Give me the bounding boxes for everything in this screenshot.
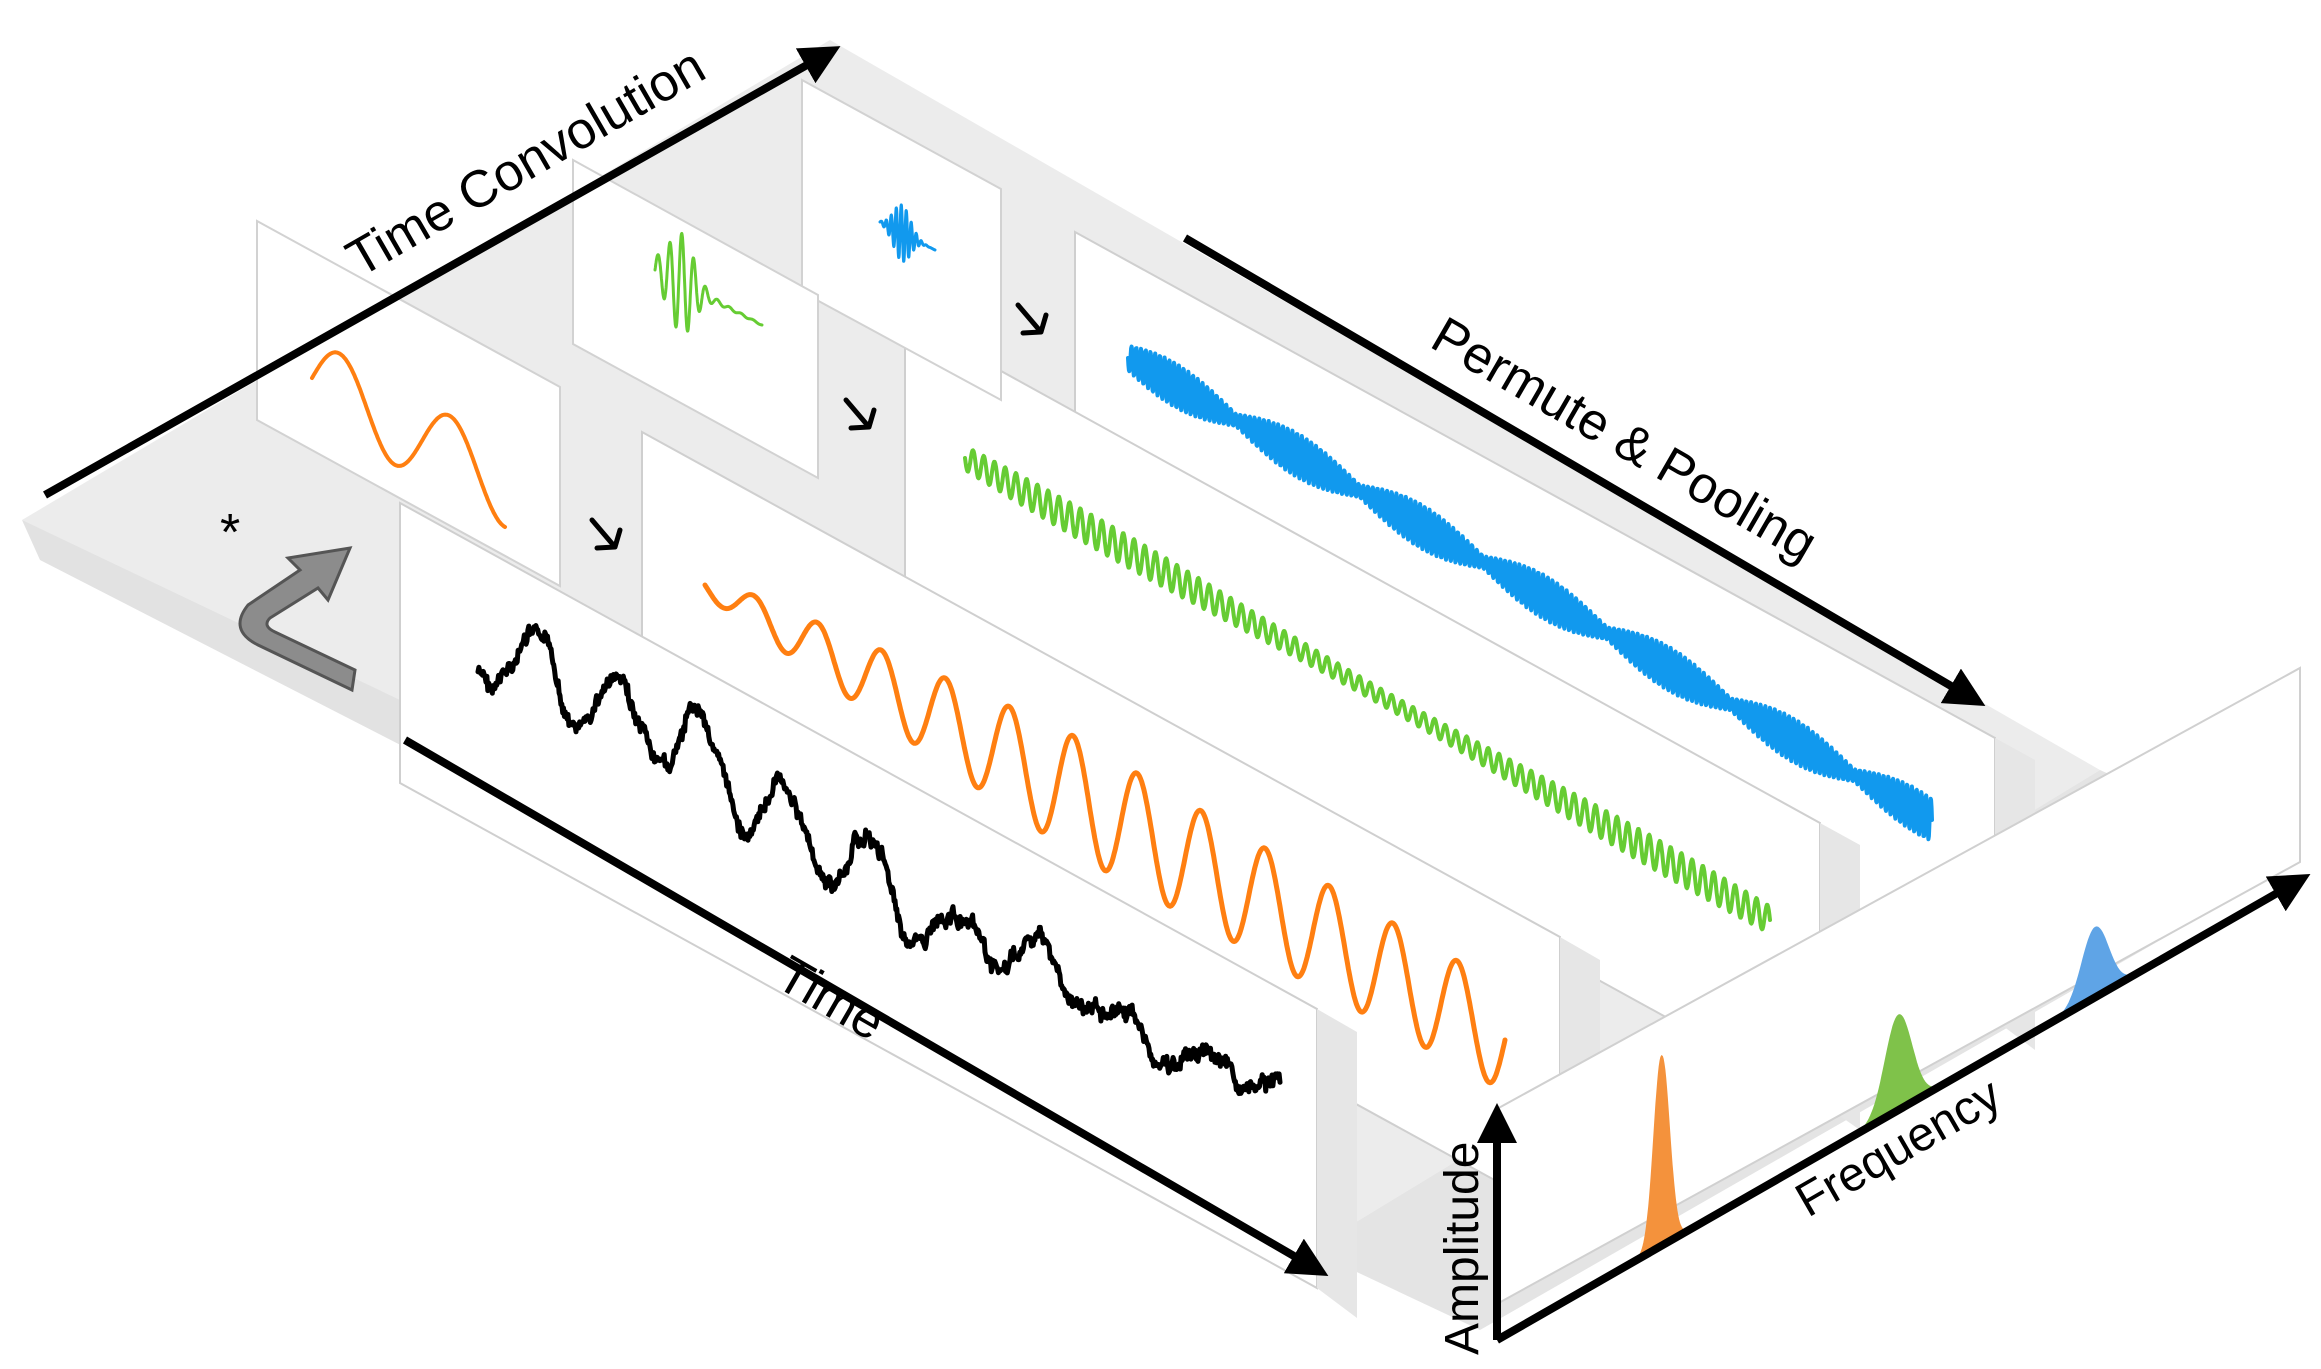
time-convolution-axis: [43, 46, 841, 499]
time-axis: [402, 736, 1329, 1277]
input-signal: [475, 623, 1283, 1097]
convolution-symbol: *: [220, 504, 240, 562]
right-down-arrow-icon: [589, 302, 1049, 551]
blue-peak: [2053, 926, 2138, 1022]
green-output: [963, 448, 1772, 932]
green-kernel: [653, 231, 764, 333]
bent-arrow-icon: [238, 546, 357, 693]
spectrum-peaks: [1636, 926, 2138, 1259]
blue-output: [1126, 344, 1934, 842]
permute-pooling-axis: [1182, 234, 1986, 707]
frequency-axis: [1495, 874, 2311, 1344]
axes: [43, 46, 2311, 1344]
orange-output: [702, 582, 1508, 1086]
amplitude-label: Amplitude: [1436, 1142, 1489, 1355]
blue-kernel: [878, 203, 937, 263]
orange-peak: [1636, 1054, 1688, 1259]
orange-kernel: [310, 350, 507, 529]
green-peak: [1856, 1014, 1941, 1134]
waveforms: [310, 203, 1934, 1097]
